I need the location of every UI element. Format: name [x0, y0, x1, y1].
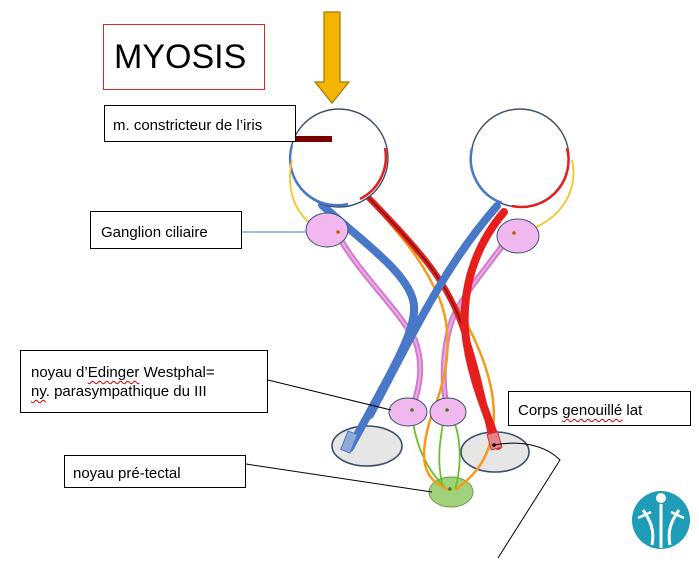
label-edinger-part: . parasympathique du III — [45, 383, 207, 400]
retina-red-left — [359, 147, 388, 201]
leader-pretectal — [245, 463, 433, 493]
label-pretectal: noyau pré-tectal — [64, 455, 246, 488]
label-ciliary-ganglion: Ganglion ciliaire — [90, 211, 242, 249]
ciliary-ganglion-left — [305, 212, 349, 248]
diagram-title-text: MYOSIS — [114, 37, 247, 76]
node-dot — [336, 230, 340, 234]
orange-fiber-left — [365, 195, 451, 492]
retina-blue-right — [469, 147, 503, 205]
constrictor-muscle-bar — [293, 136, 332, 142]
label-edinger-westphal: noyau d’Edinger Westphal= ny. parasympat… — [20, 350, 268, 413]
blue-fiber-end — [339, 430, 359, 454]
node-dot — [512, 231, 516, 235]
label-edinger-part: ny — [31, 383, 46, 400]
edinger-westphal-left — [388, 397, 428, 427]
label-lgn-part: genouillé — [562, 402, 623, 419]
label-edinger-line2: ny. parasympathique du III — [31, 382, 267, 401]
label-edinger-part: Westphal= — [139, 364, 215, 381]
red-fiber-right — [460, 208, 508, 450]
label-ciliary-ganglion-text: Ganglion ciliaire — [101, 224, 208, 241]
blue-fiber-right — [366, 202, 501, 419]
node-dot — [445, 408, 449, 412]
red-fiber-end — [486, 431, 503, 451]
node-dot — [448, 487, 452, 491]
logo-icon — [632, 491, 690, 549]
leader-lgn — [493, 442, 561, 559]
label-constrictor: m. constricteur de l’iris — [104, 105, 296, 142]
retina-blue-left — [288, 144, 349, 207]
label-lgn: Corps genouillé lat — [508, 391, 691, 426]
node-dot — [410, 408, 414, 412]
diagram-title: MYOSIS — [103, 24, 265, 90]
label-lgn-part: lat — [622, 402, 643, 419]
label-edinger-line1: noyau d’Edinger Westphal= — [31, 363, 267, 382]
leader-edinger — [267, 379, 392, 411]
label-edinger-part: Edinger — [87, 364, 140, 381]
label-edinger-part: noyau d’ — [31, 364, 88, 381]
parasympathetic-fiber-right-inner — [442, 231, 513, 408]
edinger-westphal-right — [429, 397, 467, 427]
label-constrictor-text: m. constricteur de l’iris — [113, 117, 263, 134]
retina-red-right — [511, 147, 570, 209]
label-pretectal-text: noyau pré-tectal — [73, 465, 181, 482]
label-lgn-part: Corps — [518, 402, 563, 419]
ciliary-ganglion-right — [496, 218, 540, 254]
down-arrow-icon — [313, 11, 351, 104]
